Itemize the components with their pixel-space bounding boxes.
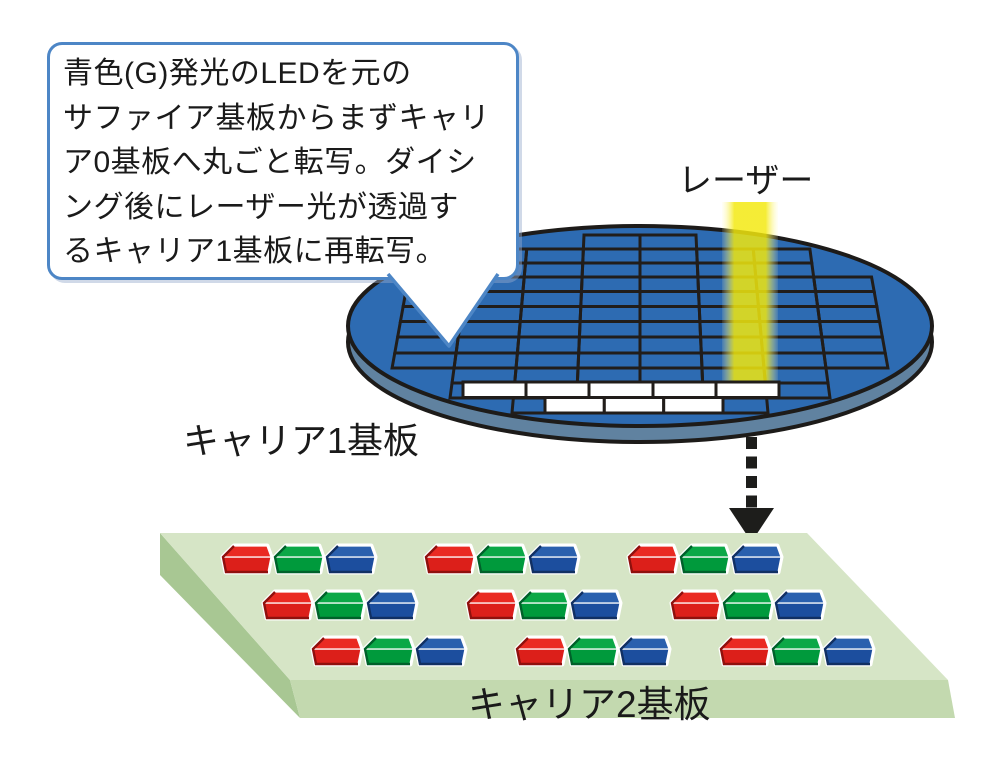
empty-die [651,380,718,399]
led-chip-blue [527,543,581,575]
transfer-arrow [729,437,774,542]
empty-die-cells [461,380,781,415]
led-chip-green [517,589,571,621]
substrate-front-face [290,680,955,718]
led-chip-green [313,589,367,621]
substrate-side-face [160,533,300,718]
led-chip-blue [773,589,827,621]
led-chip-blue [730,543,784,575]
led-chip-green [678,543,732,575]
callout-text-line: 青色(G)発光のLEDを元の [63,57,412,90]
led-chip-red [514,635,568,667]
empty-die [662,396,725,415]
led-chip-blue [618,635,672,667]
empty-die [602,396,666,415]
carrier1-substrate-label: キャリア1基板 [183,420,420,461]
led-chip-blue [822,635,876,667]
led-chip-blue [569,589,623,621]
led-chip-red [310,635,364,667]
led-chip-green [566,635,620,667]
led-chip-green [362,635,416,667]
empty-die [714,380,781,399]
led-chip-red [718,635,772,667]
led-chip-green [272,543,326,575]
laser-label: レーザー [678,162,814,200]
callout-text-line: るキャリア1基板に再転写。 [63,235,447,268]
callout-tail [386,272,500,348]
empty-die [587,380,655,399]
empty-die [543,396,606,415]
led-chip-blue [414,635,468,667]
led-chips [220,543,876,667]
led-chip-green [721,589,775,621]
empty-die [461,380,528,399]
led-chip-red [261,589,315,621]
led-chip-green [770,635,824,667]
callout-text-line: ング後にレーザー光が透過す [63,190,459,224]
laser-beam [722,202,778,388]
led-chip-blue [365,589,419,621]
callout-text-line: サファイア基板からまずキャリ [63,101,490,135]
led-chip-green [475,543,529,575]
led-chip-red [465,589,519,621]
led-chip-red [220,543,274,575]
led-chip-blue [324,543,378,575]
led-chip-red [669,589,723,621]
carrier2-substrate-label: キャリア2基板 [468,684,711,725]
empty-die [524,380,591,399]
callout-bubble: 青色(G)発光のLEDを元の サファイア基板からまずキャリ ア0基板へ丸ごと転写… [47,42,519,280]
led-chip-red [423,543,477,575]
callout-text-line: ア0基板へ丸ごと転写。ダイシ [63,146,477,179]
led-chip-red [626,543,680,575]
